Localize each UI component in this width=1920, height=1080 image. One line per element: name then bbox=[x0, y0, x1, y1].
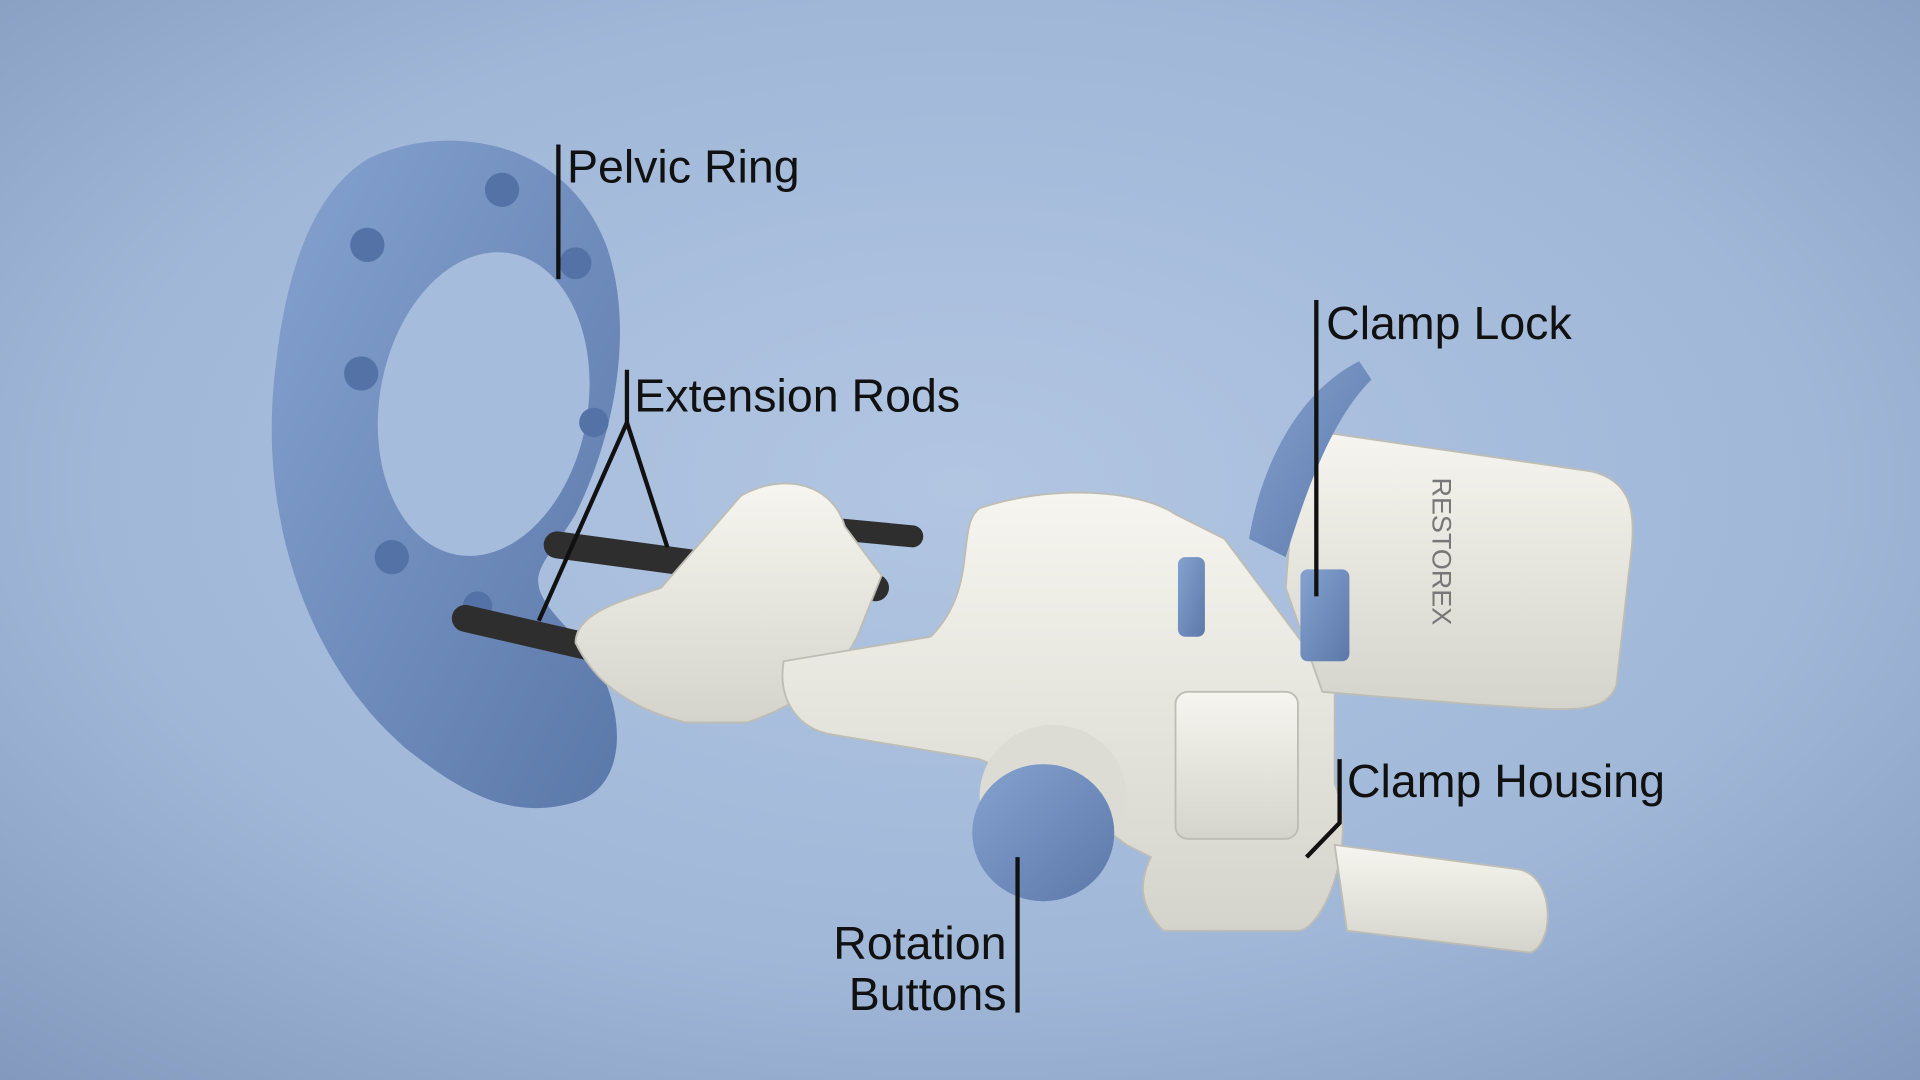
label-clamp-lock: Clamp Lock bbox=[1326, 297, 1572, 349]
label-pelvic-ring: Pelvic Ring bbox=[567, 140, 800, 192]
label-extension-rods: Extension Rods bbox=[634, 369, 960, 421]
rotation-button-illustration bbox=[972, 724, 1127, 902]
label-rotation-buttons-line2: Buttons bbox=[849, 968, 1007, 1020]
clamp-lock-illustration bbox=[1177, 361, 1372, 662]
label-rotation-buttons-line1: Rotation bbox=[833, 917, 1006, 969]
brand-mark: RESTOREX bbox=[1427, 478, 1457, 626]
leader-lines bbox=[536, 144, 1342, 1013]
label-clamp-housing: Clamp Housing bbox=[1347, 755, 1665, 807]
